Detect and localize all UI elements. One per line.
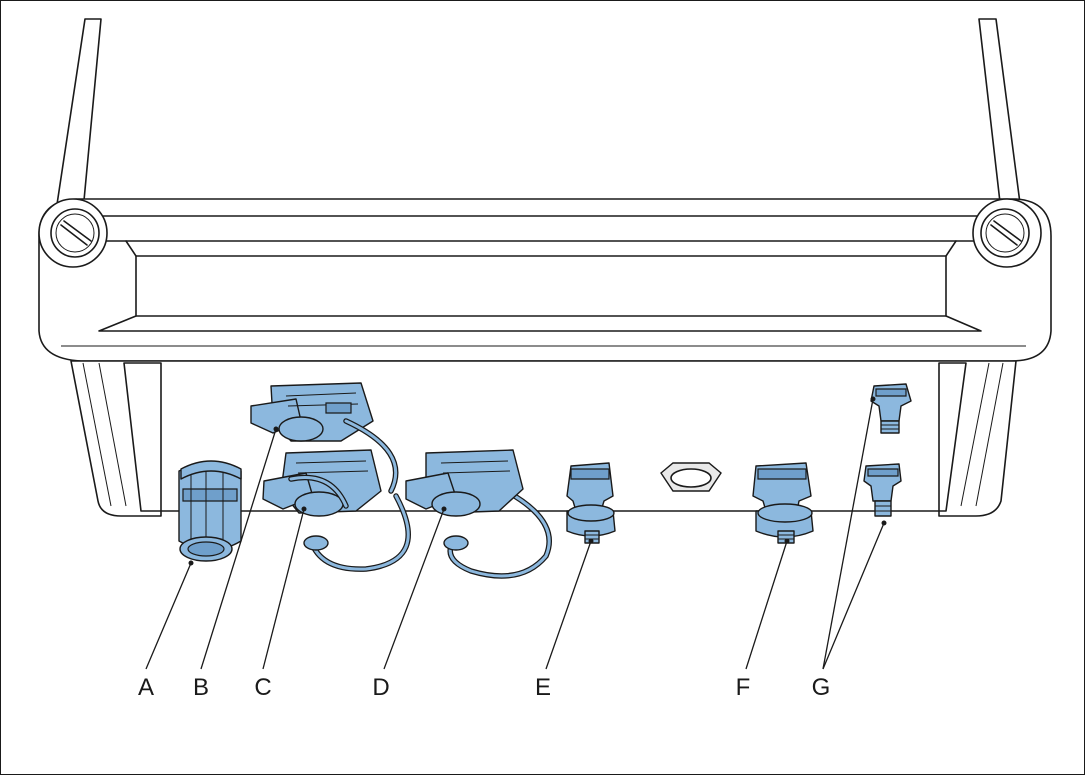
label-d: D [372,674,389,701]
label-g: G [812,674,831,701]
connector-a [178,460,242,562]
callout-labels: A B C D E F G [138,674,830,701]
leader-lines [145,396,887,670]
connector-f [752,462,814,544]
label-f: F [736,674,751,701]
label-a: A [138,674,154,701]
screw-boss-left [38,198,108,268]
housing-enclosure [38,18,1052,517]
connector-c [262,418,411,572]
screw-boss-right [972,198,1042,268]
label-c: C [254,674,271,701]
connector-g-upper [870,383,912,434]
connector-g-lower [863,463,902,517]
label-e: E [535,674,551,701]
connector-b [250,382,374,442]
blank-plug [660,462,722,492]
label-b: B [193,674,209,701]
connector-e [566,462,616,544]
